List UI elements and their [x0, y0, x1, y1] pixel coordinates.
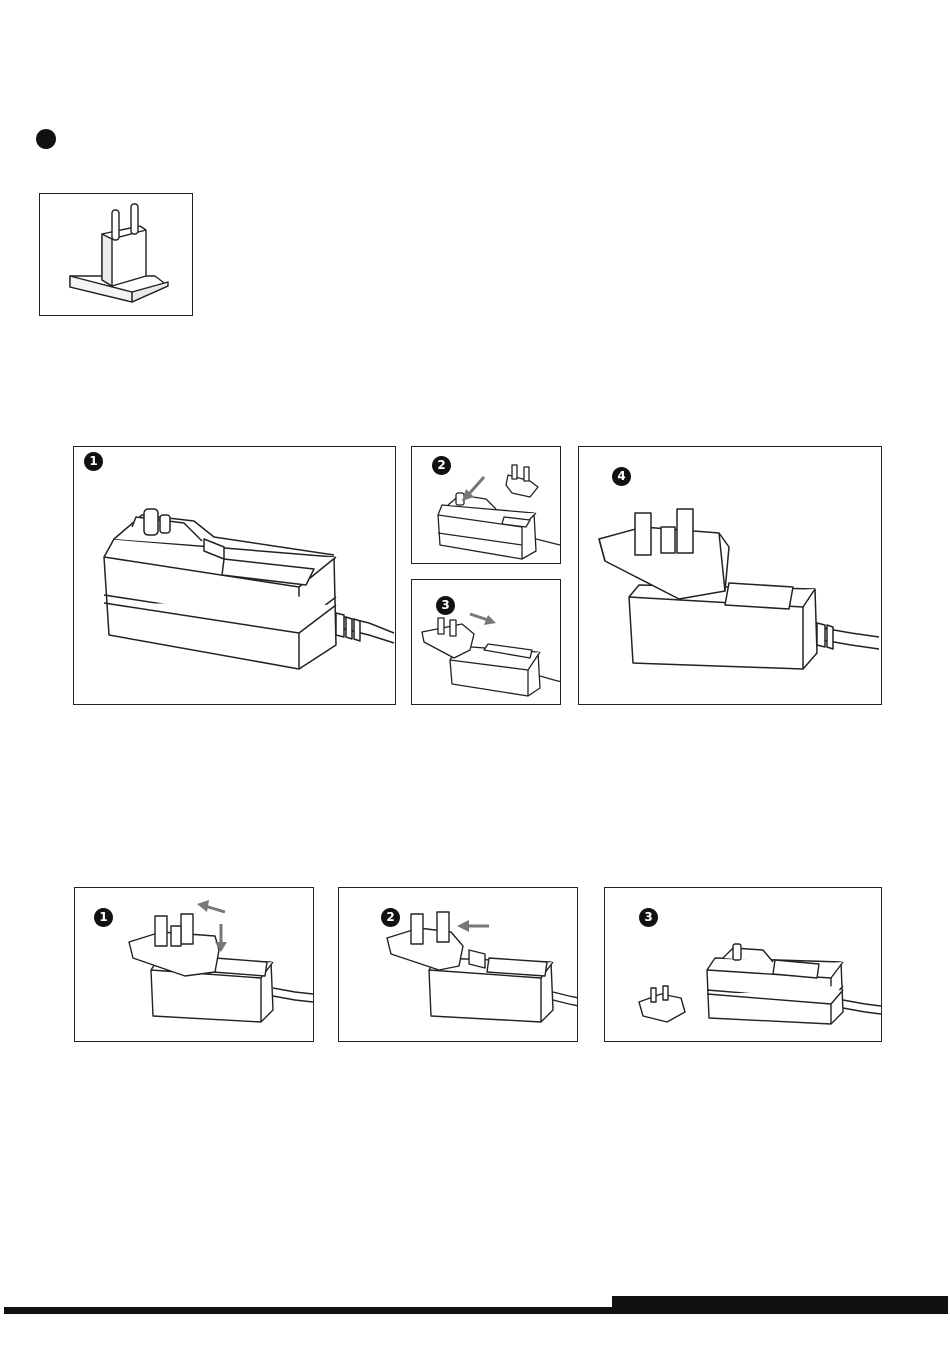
step-number-badge: 1: [94, 908, 113, 927]
section-bullet: [36, 129, 56, 149]
step-number-badge: 4: [612, 467, 631, 486]
step-number-badge: 3: [436, 596, 455, 615]
step-number-badge: 3: [639, 908, 658, 927]
eu-two-pin-plug-icon: [40, 194, 193, 316]
adapter-slide-illustration: [412, 580, 561, 705]
footer-rule: [4, 1307, 616, 1314]
remove-step-3-panel: 3: [604, 887, 882, 1042]
plug-type-box: [39, 193, 193, 316]
step-number-badge: 2: [381, 908, 400, 927]
footer-tab: [612, 1296, 948, 1314]
adapter-with-uk-plug-illustration: [579, 447, 882, 705]
attach-step-2-panel: 2: [411, 446, 561, 564]
step-number-badge: 1: [84, 452, 103, 471]
attach-step-4-panel: 4: [578, 446, 882, 705]
attach-step-1-panel: 1: [73, 446, 396, 705]
adapter-illustration: [74, 447, 396, 705]
remove-step-2-panel: 2: [338, 887, 578, 1042]
attach-step-3-panel: 3: [411, 579, 561, 705]
slide-off-illustration: [339, 888, 578, 1042]
step-number-badge: 2: [432, 456, 451, 475]
remove-step-1-panel: 1: [74, 887, 314, 1042]
